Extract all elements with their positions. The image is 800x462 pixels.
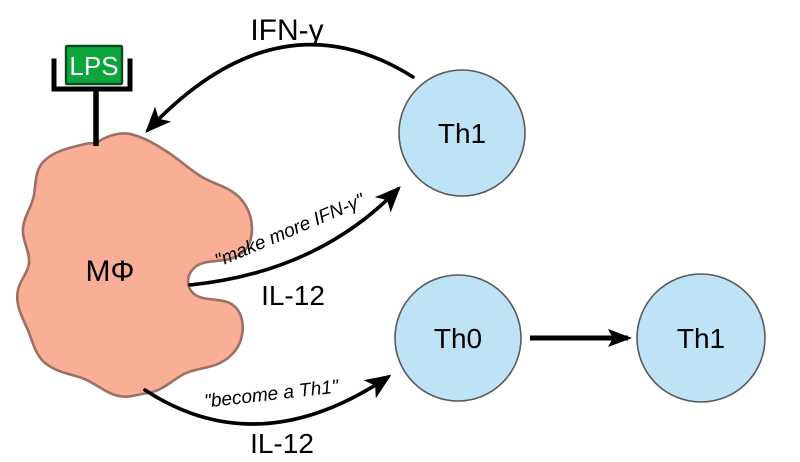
il12-top-label: IL-12 (261, 280, 325, 311)
lps-receptor-bracket (51, 58, 133, 92)
ifn-gamma-arrow (145, 42, 415, 133)
lps-molecule (64, 44, 124, 86)
ifn-gamma-label: IFN-γ (250, 14, 323, 47)
th1-bottom-label: Th1 (677, 323, 725, 354)
il12-bottom-label: IL-12 (250, 428, 314, 459)
il12-to-th1-arrow (188, 186, 401, 287)
lps-label: LPS (69, 51, 118, 81)
th1-bottom-cell (636, 273, 766, 403)
th1-top-cell (398, 69, 526, 197)
macrophage-label: MΦ (86, 255, 135, 288)
macrophage-cell (15, 132, 254, 398)
th0-label: Th0 (434, 323, 482, 354)
th1-top-label: Th1 (438, 118, 486, 149)
become-th1-quote: "become a Th1" (203, 376, 341, 412)
th0-cell (394, 274, 522, 402)
il12-to-th0-arrow (143, 374, 392, 426)
